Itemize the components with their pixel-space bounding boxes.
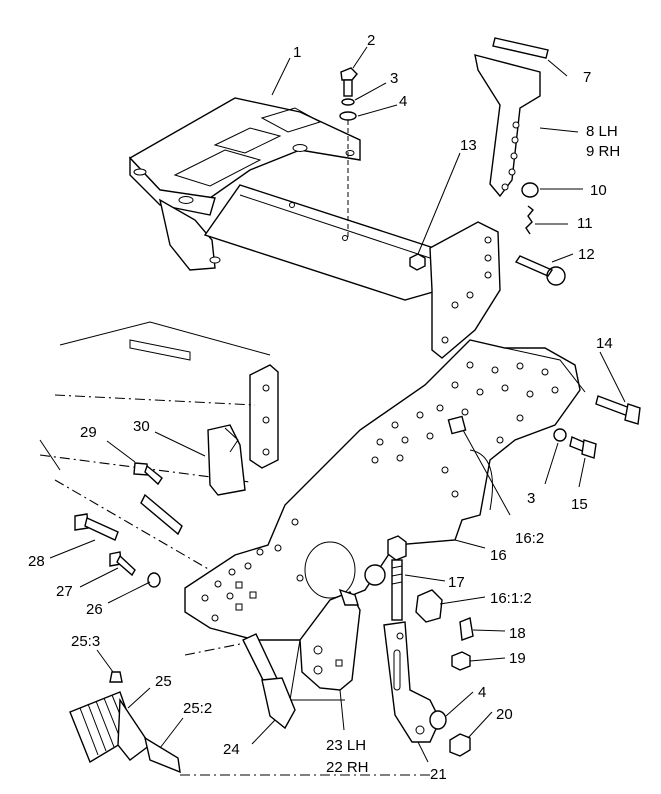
callout-16-2: 16:2	[515, 530, 544, 547]
fasteners-left	[74, 462, 183, 588]
drum-25	[69, 671, 181, 774]
callout-15: 15	[571, 496, 588, 513]
nut-13	[409, 253, 426, 271]
callout-14: 14	[596, 335, 613, 352]
callout-20: 20	[496, 706, 513, 723]
callout-9: 9 RH	[586, 143, 620, 160]
bolt-17-and-bushing	[364, 535, 443, 623]
callout-4b: 4	[478, 684, 486, 701]
callout-29: 29	[80, 424, 97, 441]
upper-mounting-bracket	[128, 97, 501, 359]
callout-25-3: 25:3	[71, 633, 100, 650]
callout-2: 2	[367, 32, 375, 49]
fasteners-lower-right	[429, 617, 474, 757]
callout-27: 27	[56, 583, 73, 600]
fasteners-right	[553, 395, 641, 459]
bracket-22-23	[299, 588, 361, 691]
lever-24	[242, 633, 296, 730]
callout-26: 26	[86, 601, 103, 618]
background-frame	[39, 321, 435, 776]
leader-lines	[49, 46, 626, 763]
callout-12: 12	[578, 246, 595, 263]
callout-19: 19	[509, 650, 526, 667]
callout-13: 13	[460, 137, 477, 154]
callout-21: 21	[430, 766, 447, 783]
callout-25: 25	[155, 673, 172, 690]
bolt-stack-2-3-4	[339, 67, 358, 240]
callout-10: 10	[590, 182, 607, 199]
part-30	[207, 424, 246, 496]
callout-3b: 3	[527, 490, 535, 507]
callout-11: 11	[577, 215, 593, 232]
callout-1: 1	[293, 44, 301, 61]
callout-4: 4	[399, 93, 407, 110]
callout-28: 28	[28, 553, 45, 570]
callout-16-1-2: 16:1:2	[490, 590, 532, 607]
callout-24: 24	[223, 741, 240, 758]
pedal-arm-assembly	[474, 37, 566, 286]
callout-7: 7	[583, 69, 591, 86]
callout-23: 23 LH	[326, 737, 366, 754]
callout-labels: 1 2 3 4 7 8 LH 9 RH 10 11 12 13 14 3 15 …	[28, 32, 620, 783]
callout-8: 8 LH	[586, 123, 618, 140]
main-side-plate	[184, 339, 586, 641]
callout-25-2: 25:2	[183, 700, 212, 717]
callout-18: 18	[509, 625, 526, 642]
callout-17: 17	[448, 574, 465, 591]
plate-holes	[201, 361, 559, 622]
callout-22: 22 RH	[326, 759, 369, 776]
callout-16: 16	[490, 547, 507, 564]
callout-3: 3	[390, 70, 398, 87]
callout-30: 30	[133, 418, 150, 435]
